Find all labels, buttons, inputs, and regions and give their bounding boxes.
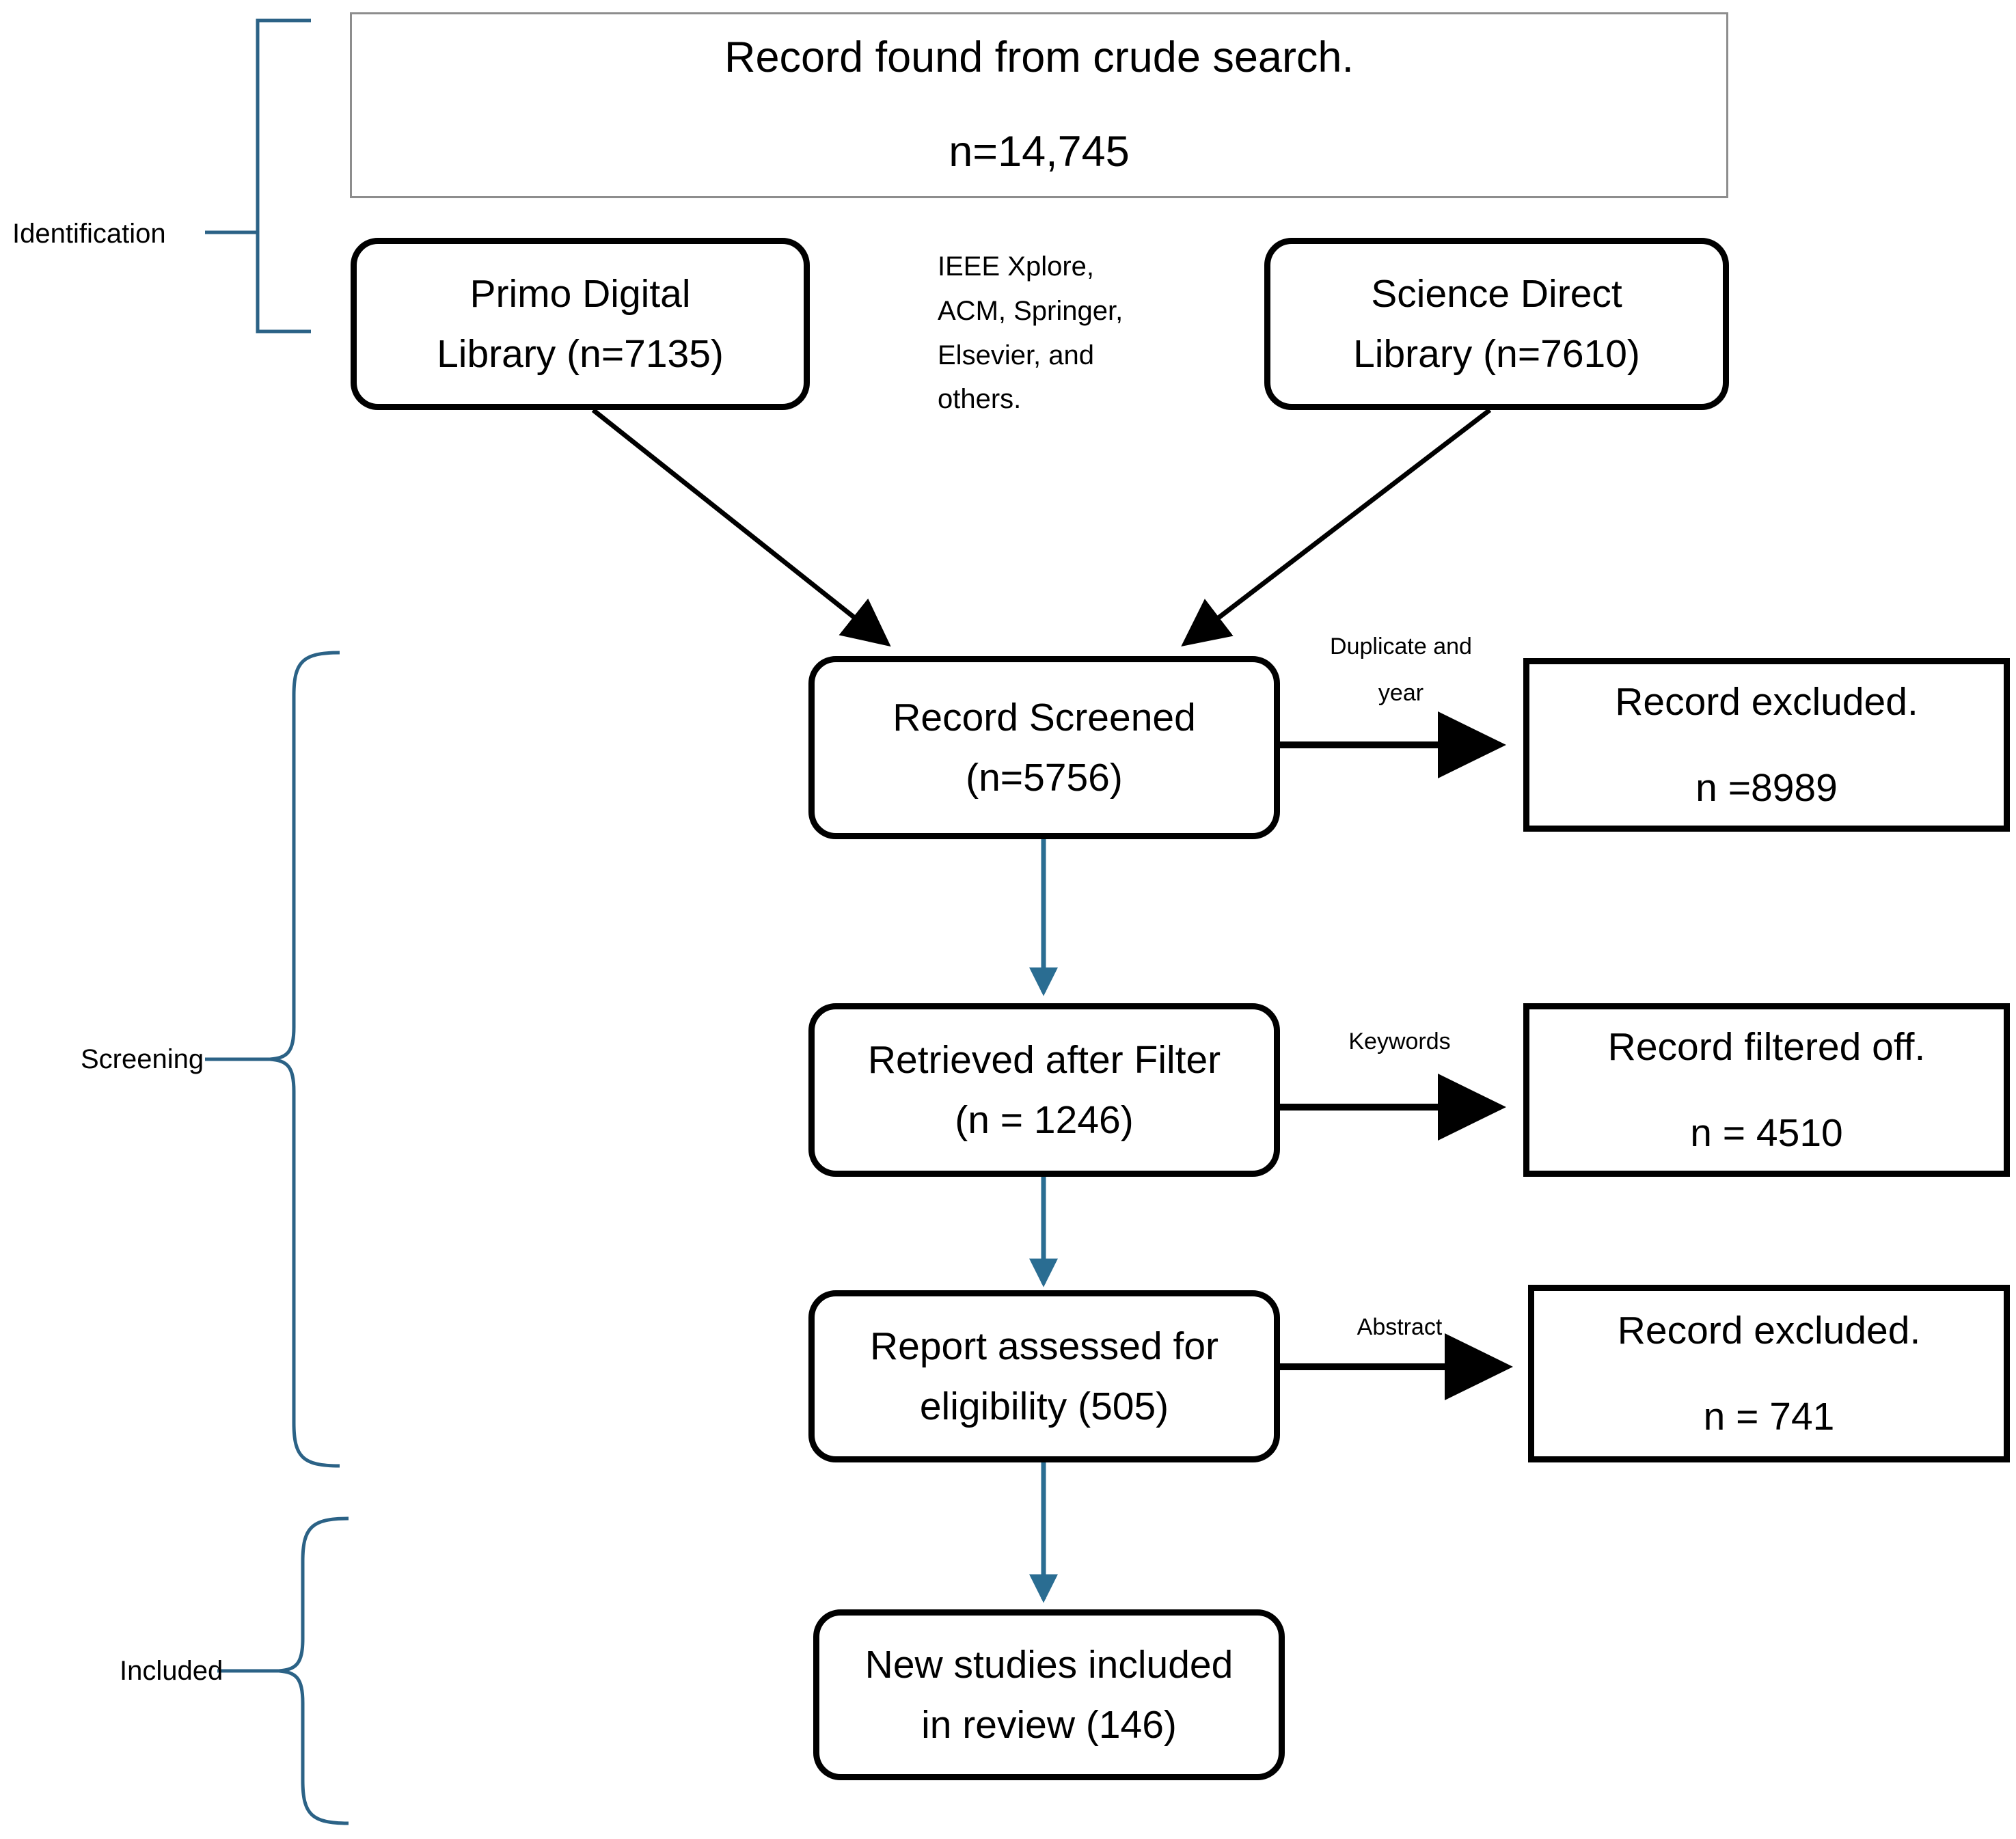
node-filtered-off-line1: Record filtered off. bbox=[1607, 1024, 1926, 1069]
node-report-assessed-eligibility[interactable]: Report assessed for eligibility (505) bbox=[808, 1290, 1280, 1462]
node-record-screened-line2: (n=5756) bbox=[966, 756, 1123, 800]
stage-label-included: Included bbox=[120, 1656, 223, 1686]
node-crude-search[interactable]: Record found from crude search. n=14,745 bbox=[350, 12, 1728, 198]
node-record-screened-line1: Record Screened bbox=[893, 695, 1196, 739]
node-included-final-line1: New studies included bbox=[864, 1642, 1234, 1687]
node-excluded-dup-line2: n =8989 bbox=[1695, 766, 1838, 810]
node-record-filtered-off[interactable]: Record filtered off. n = 4510 bbox=[1523, 1003, 2010, 1177]
node-excluded-abs-line1: Record excluded. bbox=[1617, 1308, 1921, 1352]
bracket-screening bbox=[205, 651, 340, 1468]
node-record-excluded-duplicates[interactable]: Record excluded. n =8989 bbox=[1523, 658, 2010, 832]
node-new-studies-included[interactable]: New studies included in review (146) bbox=[813, 1609, 1285, 1780]
edge-label-keywords: Keywords bbox=[1348, 1029, 1451, 1054]
node-sciencedirect-line1: Science Direct bbox=[1371, 271, 1622, 316]
bracket-identification bbox=[205, 18, 311, 333]
stage-label-identification: Identification bbox=[12, 219, 166, 249]
node-retrieved-line1: Retrieved after Filter bbox=[867, 1037, 1221, 1082]
node-excluded-dup-line1: Record excluded. bbox=[1615, 679, 1918, 724]
node-retrieved-after-filter[interactable]: Retrieved after Filter (n = 1246) bbox=[808, 1003, 1280, 1177]
node-sciencedirect-line2: Library (n=7610) bbox=[1353, 332, 1640, 376]
databases-note: IEEE Xplore, ACM, Springer, Elsevier, an… bbox=[938, 251, 1123, 415]
node-science-direct-library[interactable]: Science Direct Library (n=7610) bbox=[1264, 238, 1729, 410]
node-primo-line1: Primo Digital bbox=[469, 271, 691, 316]
bracket-included bbox=[217, 1516, 349, 1825]
node-excluded-abs-line2: n = 741 bbox=[1703, 1395, 1835, 1439]
node-primo-line2: Library (n=7135) bbox=[437, 332, 724, 376]
edge-label-duplicate-year: Duplicate and year bbox=[1330, 634, 1472, 706]
node-retrieved-line2: (n = 1246) bbox=[955, 1098, 1134, 1142]
node-filtered-off-line2: n = 4510 bbox=[1690, 1111, 1843, 1155]
node-primo-digital-library[interactable]: Primo Digital Library (n=7135) bbox=[351, 238, 810, 410]
node-crude-search-line1: Record found from crude search. bbox=[724, 33, 1354, 82]
node-crude-search-line2: n=14,745 bbox=[949, 128, 1130, 176]
stage-label-screening: Screening bbox=[81, 1044, 204, 1074]
node-eligibility-line2: eligibility (505) bbox=[919, 1385, 1169, 1428]
arrow-sciencedirect-to-screened bbox=[1181, 408, 1492, 646]
node-included-final-line2: in review (146) bbox=[921, 1703, 1177, 1747]
node-eligibility-line1: Report assessed for bbox=[869, 1324, 1219, 1368]
edge-label-abstract: Abstract bbox=[1357, 1314, 1443, 1340]
arrow-primo-to-screened bbox=[591, 408, 891, 647]
node-record-screened[interactable]: Record Screened (n=5756) bbox=[808, 656, 1280, 839]
node-record-excluded-abstract[interactable]: Record excluded. n = 741 bbox=[1528, 1285, 2010, 1462]
